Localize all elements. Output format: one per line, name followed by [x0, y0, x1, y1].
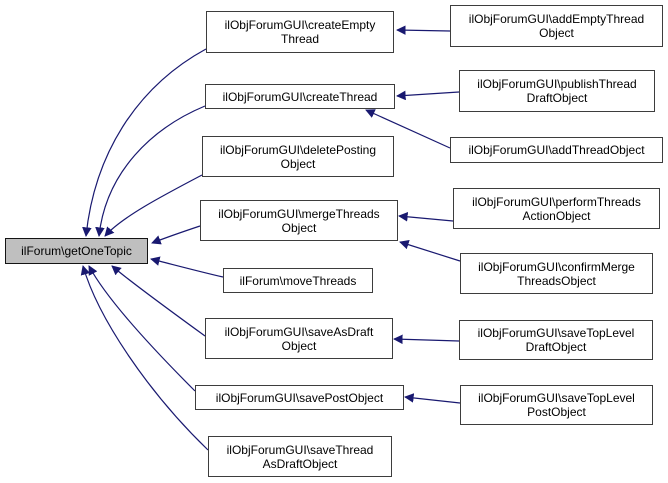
node-label: ilObjForumGUI\confirmMerge	[478, 259, 635, 274]
node-label: ilObjForumGUI\createThread	[222, 89, 378, 104]
node-ilObjForumGUI-addThreadObject[interactable]: ilObjForumGUI\addThreadObject	[450, 137, 663, 163]
node-label: DraftObject	[525, 340, 587, 354]
node-ilObjForumGUI-addEmptyThreadObject[interactable]: ilObjForumGUI\addEmptyThread Object	[450, 5, 663, 47]
edge-confirmMergeThreadsObject-mergeThreadsObject	[399, 240, 461, 262]
node-ilObjForumGUI-deletePostingObject[interactable]: ilObjForumGUI\deletePosting Object	[202, 136, 394, 177]
edge-addThreadObject-createThread	[365, 109, 451, 149]
node-label: ilObjForumGUI\saveTopLevel	[477, 326, 635, 340]
node-label: ilObjForumGUI\addThreadObject	[468, 143, 645, 157]
node-ilObjForumGUI-saveAsDraftObject[interactable]: ilObjForumGUI\saveAsDraft Object	[205, 318, 393, 359]
node-label: Object	[281, 338, 317, 353]
node-ilObjForumGUI-savePostObject[interactable]: ilObjForumGUI\savePostObject	[195, 385, 404, 410]
edge-addEmptyThreadObject-createEmptyThread	[396, 25, 451, 35]
node-label: ilObjForumGUI\saveThread	[226, 442, 374, 457]
edge-saveThreadAsDraftObject-getOneTopic	[80, 265, 209, 451]
node-label: AsDraftObject	[262, 456, 338, 471]
node-label: ilObjForumGUI\savePostObject	[215, 390, 384, 405]
node-ilForum-moveThreads[interactable]: ilForum\moveThreads	[223, 268, 373, 293]
node-label: ThreadsObject	[517, 273, 596, 288]
node-label: ActionObject	[522, 208, 591, 223]
node-label: ilObjForumGUI\mergeThreads	[218, 206, 380, 221]
node-label: Thread	[280, 32, 320, 46]
node-ilObjForumGUI-publishThreadDraftObject[interactable]: ilObjForumGUI\publishThread DraftObject	[459, 70, 655, 112]
node-label: ilObjForumGUI\saveAsDraft	[224, 324, 374, 339]
node-label: ilObjForumGUI\publishThread	[477, 77, 637, 91]
node-label: Object	[280, 156, 316, 171]
edge-saveTopLevelPostObject-savePostObject	[404, 393, 461, 404]
edge-mergeThreadsObject-getOneTopic	[151, 225, 201, 245]
edge-publishThreadDraftObject-createThread	[396, 90, 460, 101]
node-label: PostObject	[527, 405, 586, 419]
node-ilObjForumGUI-saveThreadAsDraftObject[interactable]: ilObjForumGUI\saveThread AsDraftObject	[208, 436, 392, 477]
node-ilObjForumGUI-mergeThreadsObject[interactable]: ilObjForumGUI\mergeThreads Object	[200, 200, 398, 241]
node-label: Object	[281, 220, 317, 235]
node-ilObjForumGUI-createThread[interactable]: ilObjForumGUI\createThread	[205, 84, 395, 109]
node-label: ilObjForumGUI\performThreads	[472, 194, 641, 209]
node-label: ilObjForumGUI\deletePosting	[219, 142, 377, 157]
node-label: ilObjForumGUI\saveTopLevel	[478, 391, 635, 405]
node-ilObjForumGUI-performThreadsActionObject[interactable]: ilObjForumGUI\performThreads ActionObjec…	[453, 188, 660, 229]
node-label: Object	[539, 26, 574, 40]
node-label: ilObjForumGUI\addEmptyThread	[468, 12, 645, 26]
edge-savePostObject-getOneTopic	[88, 265, 196, 392]
edge-createEmptyThread-getOneTopic	[82, 48, 207, 237]
edge-saveTopLevelDraftObject-saveAsDraftObject	[393, 334, 460, 345]
node-ilForum-getOneTopic[interactable]: ilForum\getOneTopic	[5, 238, 148, 264]
node-ilObjForumGUI-saveTopLevelDraftObject[interactable]: ilObjForumGUI\saveTopLevel DraftObject	[459, 320, 653, 360]
edge-createThread-getOneTopic	[95, 105, 206, 237]
node-ilObjForumGUI-createEmptyThread[interactable]: ilObjForumGUI\createEmpty Thread	[206, 11, 394, 53]
node-ilObjForumGUI-saveTopLevelPostObject[interactable]: ilObjForumGUI\saveTopLevel PostObject	[460, 385, 653, 425]
edge-saveAsDraftObject-getOneTopic	[111, 265, 206, 337]
edge-performThreadsActionObject-mergeThreadsObject	[398, 212, 454, 222]
edge-moveThreads-getOneTopic	[150, 256, 224, 278]
node-label: ilForum\moveThreads	[239, 273, 357, 288]
node-label: DraftObject	[526, 91, 588, 105]
node-label: ilObjForumGUI\createEmpty	[224, 18, 376, 32]
node-ilObjForumGUI-confirmMergeThreadsObject[interactable]: ilObjForumGUI\confirmMerge ThreadsObject	[460, 253, 653, 294]
edge-deletePostingObject-getOneTopic	[104, 174, 203, 237]
node-label: ilForum\getOneTopic	[21, 244, 132, 258]
